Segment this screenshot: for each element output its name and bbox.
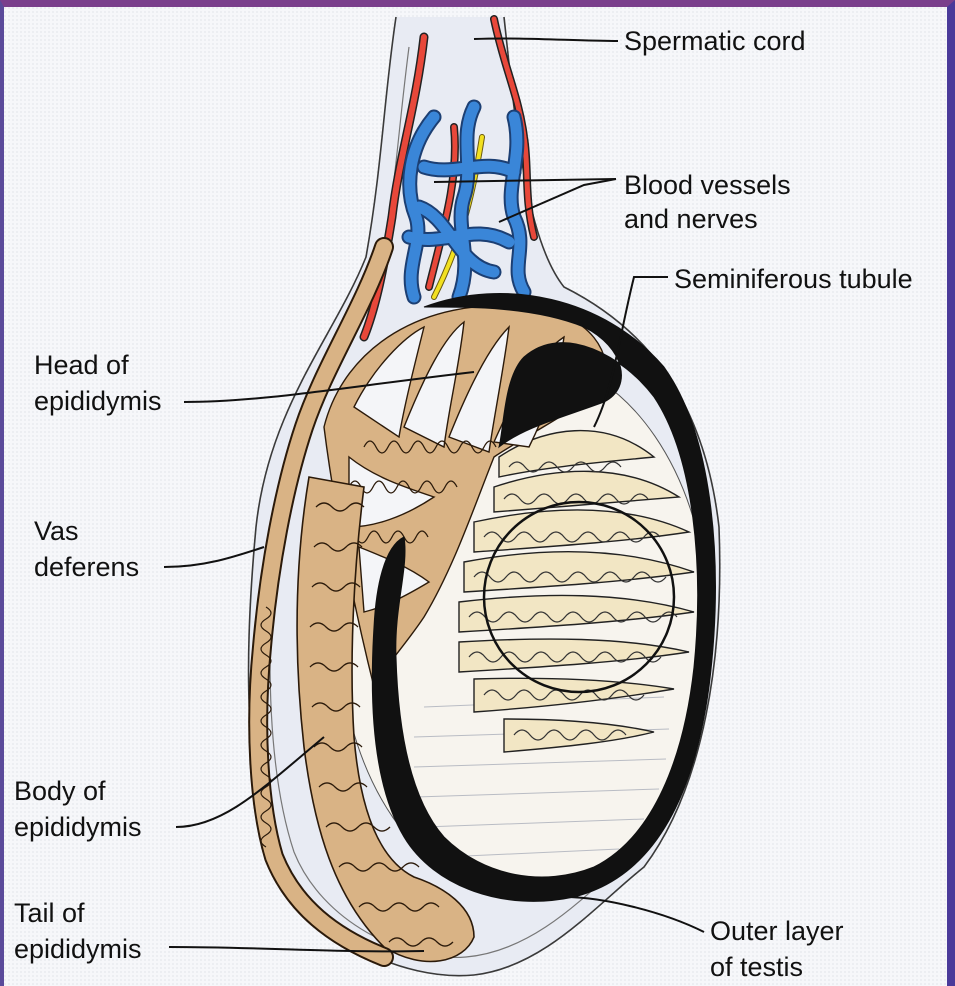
label-vas-deferens-line1: Vas	[34, 515, 79, 547]
label-seminiferous-tubule: Seminiferous tubule	[674, 263, 913, 295]
label-head-epididymis-line1: Head of	[34, 349, 129, 381]
testis-anatomy-diagram	[4, 7, 955, 986]
label-body-epididymis-line2: epididymis	[14, 811, 142, 843]
label-outer-layer-line2: of testis	[710, 951, 803, 983]
label-spermatic-cord: Spermatic cord	[624, 25, 806, 57]
label-vas-deferens-line2: deferens	[34, 551, 139, 583]
label-outer-layer-line1: Outer layer	[710, 915, 844, 947]
label-tail-epididymis-line2: epididymis	[14, 933, 142, 965]
label-tail-epididymis-line1: Tail of	[14, 897, 85, 929]
label-body-epididymis-line1: Body of	[14, 775, 106, 807]
label-blood-vessels-line1: Blood vessels	[624, 169, 791, 201]
label-head-epididymis-line2: epididymis	[34, 385, 162, 417]
label-blood-vessels-line2: and nerves	[624, 203, 758, 235]
